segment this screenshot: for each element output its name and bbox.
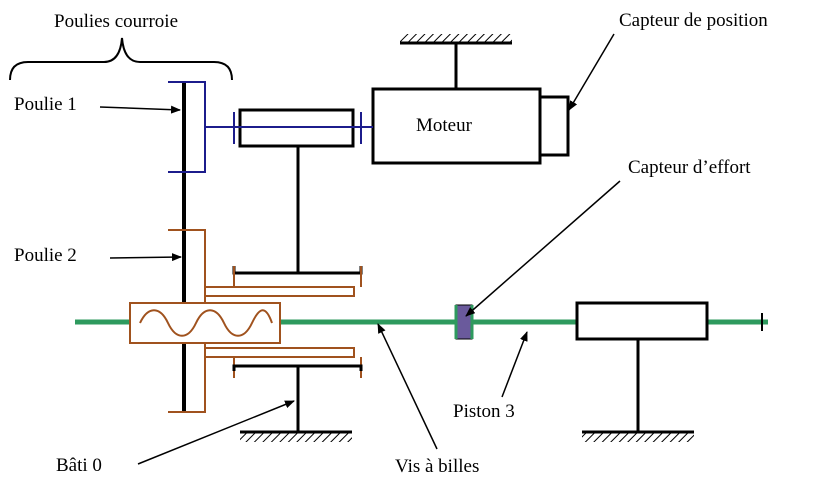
position-sensor-box [538,95,570,157]
label-moteur: Moteur [416,115,473,136]
force-sensor [455,304,473,340]
ball-screw-thread [139,309,273,337]
pulley-1 [168,81,206,173]
ground-top [400,34,512,89]
label-poulie-1: Poulie 1 [14,94,77,115]
label-poulie-2: Poulie 2 [14,245,77,266]
piston-cylinder [575,301,709,341]
motor-shaft [205,112,373,144]
leader-arrows [99,33,621,465]
label-piston-3: Piston 3 [453,401,515,422]
label-capteur-effort: Capteur d’effort [628,157,751,178]
poulies-brace [9,37,233,81]
ball-screw-nut [129,302,281,344]
label-poulies-courroie: Poulies courroie [54,11,178,32]
label-bati-0: Bâti 0 [56,455,102,476]
label-vis-a-billes: Vis à billes [395,456,479,477]
ground-bottom-right [582,430,694,442]
pulley-2-hub [205,266,362,378]
label-capteur-position: Capteur de position [619,10,768,31]
ground-bottom-left [240,430,352,442]
